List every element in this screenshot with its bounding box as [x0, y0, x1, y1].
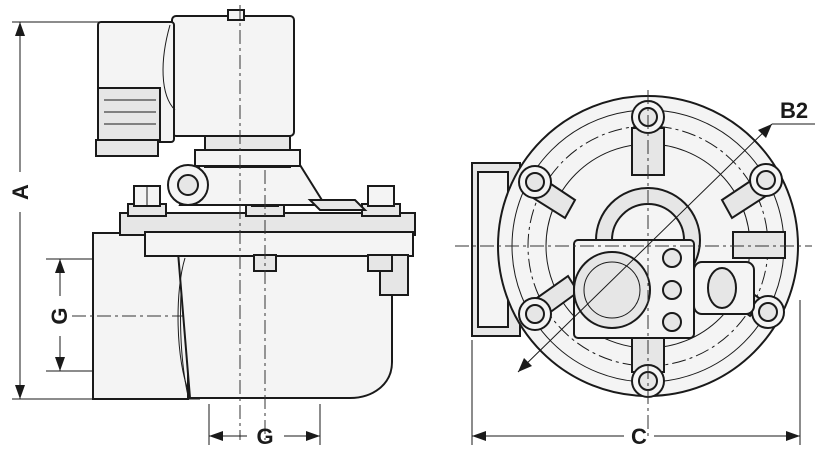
- dimension-label-a: A: [8, 184, 33, 200]
- dimension-g-bottom: G: [208, 404, 321, 449]
- dimension-label-c: C: [631, 424, 647, 449]
- solenoid-coil: [95, 9, 295, 157]
- dimension-b2: B2: [517, 98, 815, 373]
- top-bolt-5: [751, 295, 785, 329]
- side-bolt-left: [127, 185, 167, 217]
- dimension-label-b2: B2: [780, 98, 808, 123]
- top-bolt-4: [518, 297, 552, 331]
- dimension-label-g-side: G: [47, 307, 72, 324]
- top-bolt-2: [518, 165, 552, 199]
- top-view: B2 C: [455, 90, 815, 449]
- top-bolt-3: [749, 163, 783, 197]
- side-view: A G: [8, 5, 416, 449]
- dimension-label-g-bottom: G: [256, 424, 273, 449]
- dimension-g-side: G: [46, 258, 96, 372]
- dimension-c: C: [471, 300, 801, 449]
